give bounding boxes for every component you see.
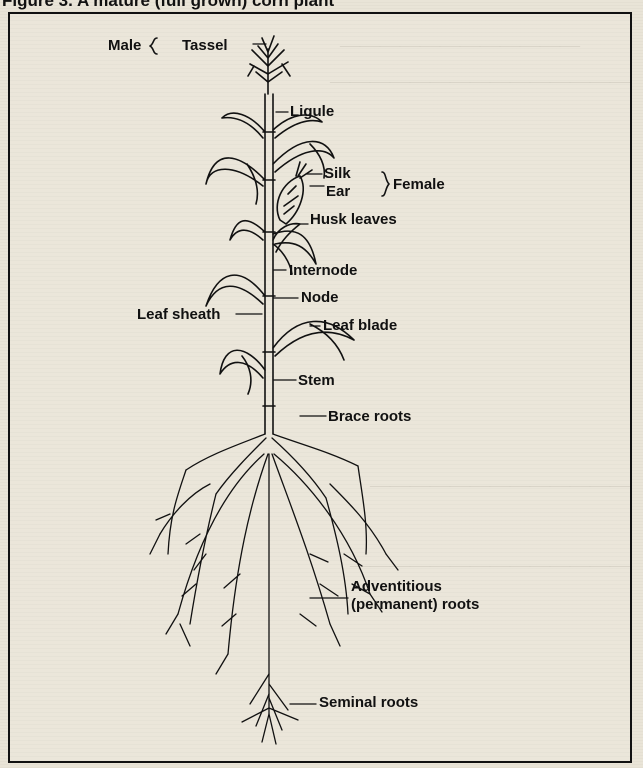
label-leaf-blade: Leaf blade	[323, 318, 397, 334]
label-tassel: Tassel	[182, 38, 228, 54]
label-stem: Stem	[298, 373, 335, 389]
label-adventitious-roots-line1: Adventitious	[351, 579, 442, 595]
label-adventitious-roots-line2: (permanent) roots	[351, 597, 479, 613]
label-internode: Internode	[289, 263, 357, 279]
diagram-frame: ———————————— ———————————————— ——————————…	[8, 12, 632, 763]
label-leaf-sheath: Leaf sheath	[137, 307, 220, 323]
label-brace-roots: Brace roots	[328, 409, 411, 425]
label-node: Node	[301, 290, 339, 306]
label-brackets	[150, 38, 389, 196]
tassel-drawing	[248, 36, 290, 94]
leaves-drawing	[206, 113, 354, 394]
label-male: Male	[108, 38, 141, 54]
label-husk-leaves: Husk leaves	[310, 212, 397, 228]
label-seminal-roots: Seminal roots	[319, 695, 418, 711]
label-ear: Ear	[326, 184, 350, 200]
label-ligule: Ligule	[290, 104, 334, 120]
label-female: Female	[393, 177, 445, 193]
label-silk: Silk	[324, 166, 351, 182]
stem-drawing	[263, 94, 275, 434]
figure-title: Figure 3. A mature (full grown) corn pla…	[2, 0, 334, 11]
ear-drawing	[273, 162, 312, 274]
